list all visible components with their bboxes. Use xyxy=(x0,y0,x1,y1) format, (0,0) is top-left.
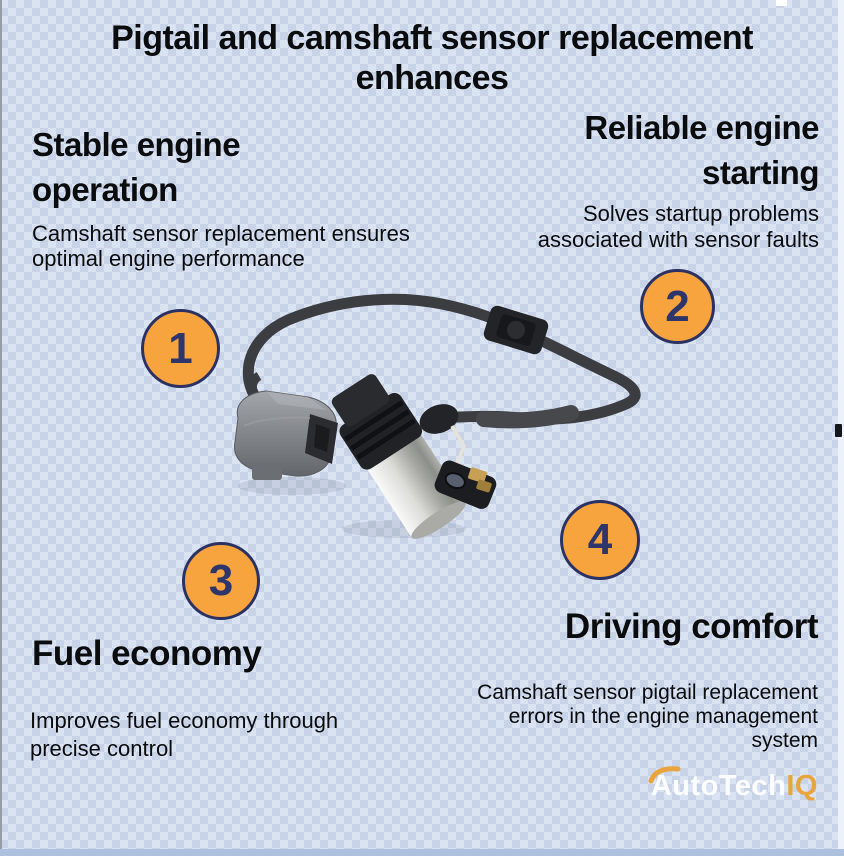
desc-fuel-economy: Improves fuel economy through precise co… xyxy=(30,707,338,763)
number-badge-1-label: 1 xyxy=(168,323,193,373)
heading-stable-line2: operation xyxy=(32,171,178,208)
number-badge-4: 4 xyxy=(560,500,640,580)
heading-stable-engine-operation: Stable engine operation xyxy=(32,122,241,212)
desc-stable-engine-operation: Camshaft sensor replacement ensures opti… xyxy=(32,221,410,271)
heading-reliable-line1: Reliable engine xyxy=(584,109,819,146)
desc-reliable-engine-starting: Solves startup problems associated with … xyxy=(538,201,819,253)
left-edge-line xyxy=(0,0,2,856)
desc-fuel-line1: Improves fuel economy through xyxy=(30,708,339,733)
desc-driving-comfort: Camshaft sensor pigtail replacement erro… xyxy=(477,681,818,753)
right-edge-mark xyxy=(835,424,842,437)
autotechiq-logo: AutoTech IQ xyxy=(648,766,818,804)
desc-comfort-line1: Camshaft sensor pigtail replacement xyxy=(477,681,818,704)
top-edge-notch xyxy=(776,0,787,6)
desc-stable-line1: Camshaft sensor replacement ensures xyxy=(32,221,410,246)
page-title-line1: Pigtail and camshaft sensor replacement xyxy=(111,19,753,57)
heading-fuel-line1: Fuel economy xyxy=(32,634,262,673)
desc-comfort-line2: errors in the engine management xyxy=(508,705,818,728)
logo-text-autotech: AutoTech xyxy=(650,769,787,802)
desc-stable-line2: optimal engine performance xyxy=(32,246,305,271)
desc-comfort-line3: system xyxy=(751,729,818,752)
heading-comfort-line1: Driving comfort xyxy=(564,607,819,646)
camshaft-sensor-image xyxy=(233,293,641,539)
desc-reliable-line1: Solves startup problems xyxy=(583,201,819,226)
number-badge-2-label: 2 xyxy=(665,281,690,331)
page-title-line2: enhances xyxy=(355,59,509,97)
desc-fuel-line2: precise control xyxy=(30,736,174,761)
number-badge-4-label: 4 xyxy=(587,515,613,564)
heading-driving-comfort: Driving comfort xyxy=(564,604,819,649)
heading-reliable-line2: starting xyxy=(701,154,820,191)
bottom-border-bar xyxy=(0,849,844,856)
desc-reliable-line2: associated with sensor faults xyxy=(537,227,819,252)
heading-fuel-economy: Fuel economy xyxy=(32,631,262,676)
page-title: Pigtail and camshaft sensor replacement … xyxy=(20,18,844,98)
number-badge-3: 3 xyxy=(182,542,260,620)
logo-text-iq: IQ xyxy=(786,769,818,802)
heading-stable-line1: Stable engine xyxy=(32,126,241,163)
heading-reliable-engine-starting: Reliable engine starting xyxy=(584,105,819,195)
number-badge-1: 1 xyxy=(141,309,220,388)
number-badge-2: 2 xyxy=(640,269,715,344)
number-badge-3-label: 3 xyxy=(208,556,234,605)
